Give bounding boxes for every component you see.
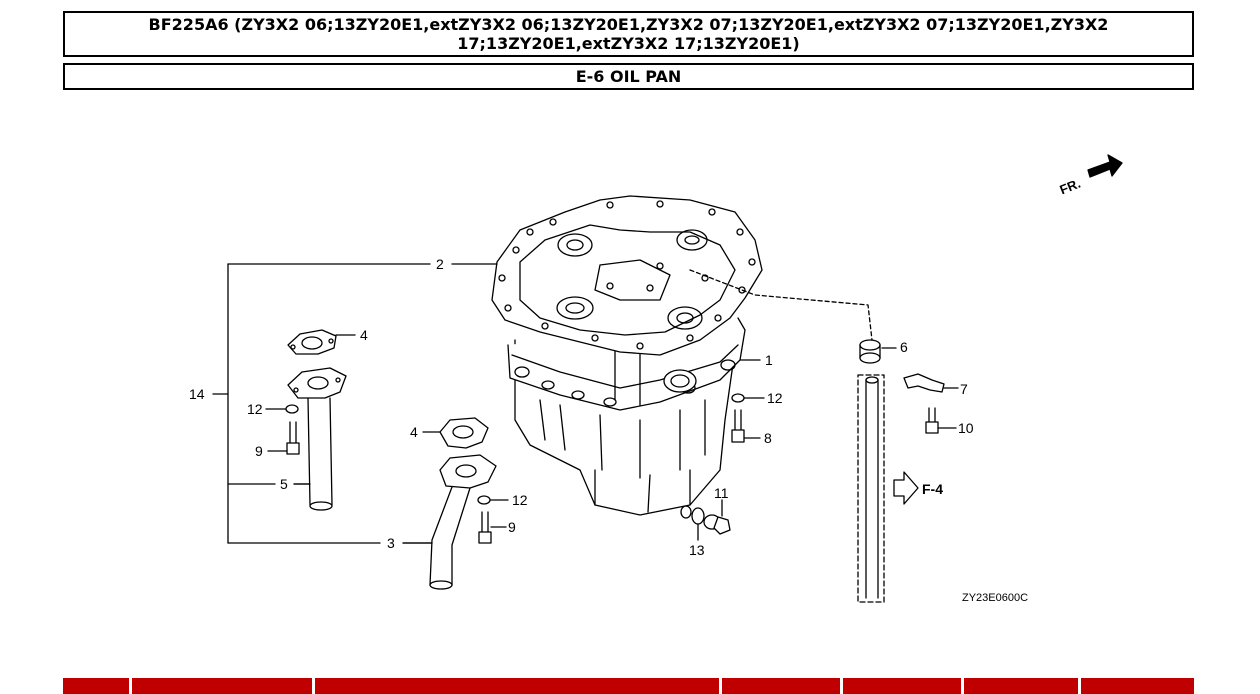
washer-part-12-left (285, 404, 299, 414)
table-header-cell (722, 678, 840, 694)
pipe-part-5 (287, 367, 347, 511)
callout-7: 7 (960, 381, 968, 397)
table-header-cell (63, 678, 129, 694)
table-header-cell (132, 678, 312, 694)
callout-9-middle: 9 (508, 519, 516, 535)
pipe-part-3 (429, 454, 497, 590)
callout-12-left: 12 (247, 401, 263, 417)
callout-4-lower: 4 (410, 424, 418, 440)
table-header-cell (964, 678, 1078, 694)
model-title-box: BF225A6 (ZY3X2 06;13ZY20E1,extZY3X2 06;1… (63, 11, 1194, 57)
bolt-part-9-middle (478, 511, 507, 544)
dipstick-tube (857, 374, 885, 603)
drawing-code: ZY23E0600C (962, 592, 1028, 604)
callout-12-right: 12 (767, 390, 783, 406)
table-header-cell (315, 678, 719, 694)
callout-9-left: 9 (255, 443, 263, 459)
front-arrow-icon (1087, 154, 1123, 178)
washer-part-12-right (731, 393, 745, 403)
callout-4-upper: 4 (360, 327, 368, 343)
bolt-part-8 (731, 409, 761, 443)
parts-table-header (0, 678, 1260, 694)
section-title: E-6 OIL PAN (575, 67, 682, 86)
gasket-part-4-lower (422, 417, 489, 449)
washer-part-12-middle (477, 495, 491, 505)
washer-part-13 (680, 505, 705, 541)
clip-part-7 (903, 373, 959, 393)
oil-pan-part-1 (491, 195, 763, 516)
grommet-part-6 (859, 339, 897, 364)
bolt-part-9-left (267, 421, 300, 455)
callout-13: 13 (689, 542, 705, 558)
drain-bolt-part-11 (703, 499, 731, 535)
table-header-cell (843, 678, 961, 694)
callout-1: 1 (765, 352, 773, 368)
callout-5: 5 (280, 476, 288, 492)
callout-12-middle: 12 (512, 492, 528, 508)
callout-10: 10 (958, 420, 974, 436)
table-header-cell (1081, 678, 1194, 694)
bolt-part-10 (925, 407, 957, 434)
callout-14: 14 (189, 386, 205, 402)
model-title: BF225A6 (ZY3X2 06;13ZY20E1,extZY3X2 06;1… (148, 15, 1109, 53)
callout-2: 2 (436, 256, 444, 272)
section-title-box: E-6 OIL PAN (63, 63, 1194, 90)
callout-11: 11 (714, 485, 729, 501)
gasket-part-4-upper (287, 329, 356, 355)
reference-label-f4: F-4 (922, 481, 943, 497)
callout-8: 8 (764, 430, 772, 446)
front-indicator: FR. (1058, 176, 1083, 198)
reference-arrow-icon (893, 471, 919, 505)
callout-3: 3 (387, 535, 395, 551)
callout-6: 6 (900, 339, 908, 355)
